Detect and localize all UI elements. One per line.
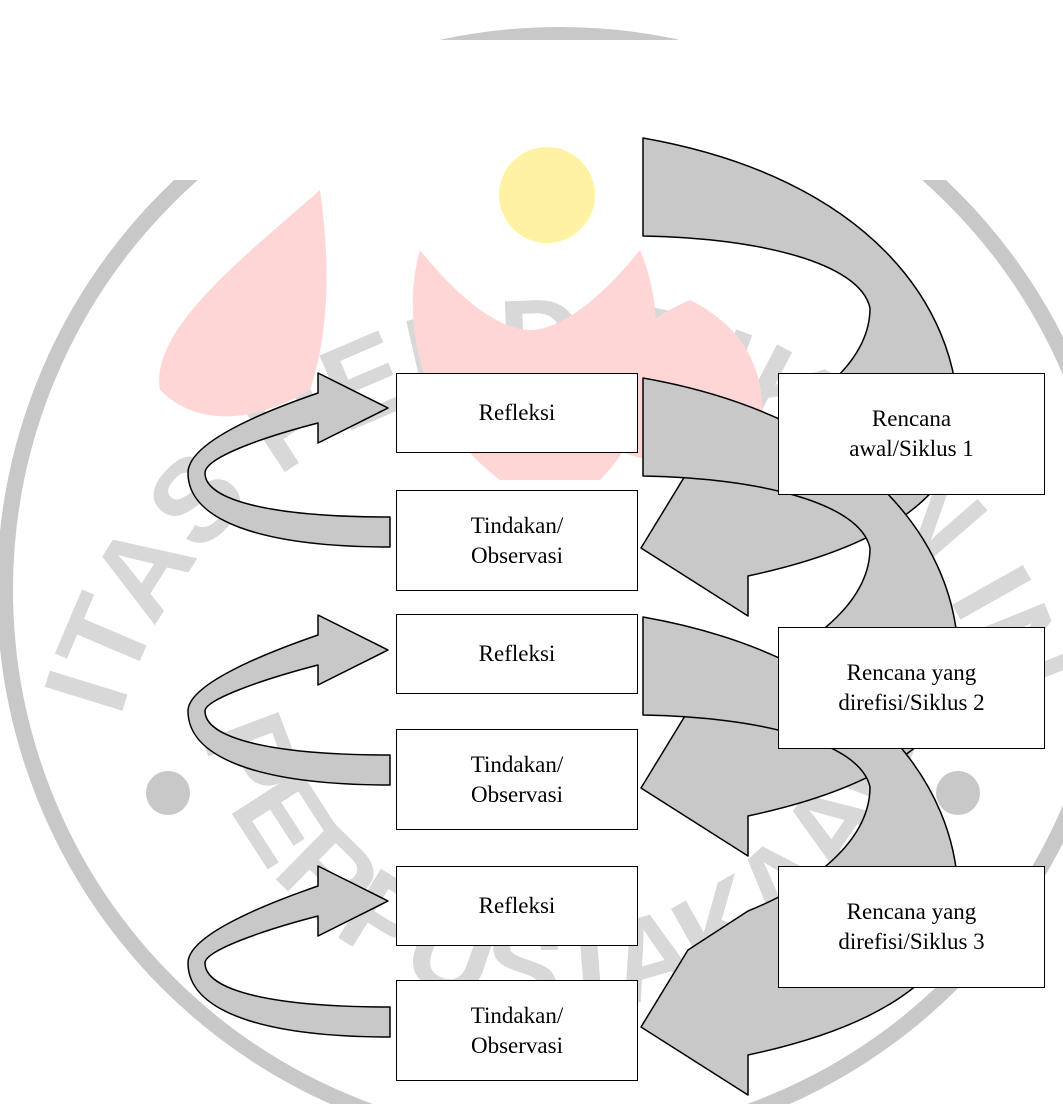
watermark-sun [499, 147, 595, 243]
loop-arrow-action-to-reflection-cycle-1 [187, 372, 391, 548]
plan-box-cycle-2: Rencana yang direfisi/Siklus 2 [778, 627, 1045, 749]
watermark-flame-left [159, 190, 327, 417]
action-label-cycle-1: Tindakan/ Observasi [470, 512, 564, 568]
action-label-cycle-3: Tindakan/ Observasi [470, 1002, 564, 1058]
action-label-cycle-2: Tindakan/ Observasi [470, 751, 564, 807]
action-box-cycle-3: Tindakan/ Observasi [396, 980, 638, 1081]
plan-label-cycle-3: Rencana yang direfisi/Siklus 3 [838, 899, 985, 954]
reflection-label-cycle-3: Refleksi [478, 893, 556, 918]
reflection-box-cycle-1: Refleksi [396, 373, 638, 453]
reflection-box-cycle-2: Refleksi [396, 614, 638, 694]
reflection-label-cycle-2: Refleksi [478, 641, 556, 666]
plan-label-cycle-1: Rencana awal/Siklus 1 [849, 406, 974, 461]
plan-box-cycle-1: Rencana awal/Siklus 1 [778, 373, 1045, 495]
action-to-reflection-arrows [187, 372, 391, 1038]
reflection-box-cycle-3: Refleksi [396, 866, 638, 946]
plan-label-cycle-2: Rencana yang direfisi/Siklus 2 [838, 660, 985, 715]
watermark-ring-outer [0, 27, 1063, 1104]
watermark-dot-right [936, 771, 980, 815]
action-box-cycle-1: Tindakan/ Observasi [396, 490, 638, 591]
reflection-label-cycle-1: Refleksi [478, 400, 556, 425]
loop-arrow-action-to-reflection-cycle-2 [187, 614, 391, 786]
action-box-cycle-2: Tindakan/ Observasi [396, 729, 638, 830]
watermark-dot-left [146, 771, 190, 815]
plan-box-cycle-3: Rencana yang direfisi/Siklus 3 [778, 866, 1045, 988]
loop-arrow-action-to-reflection-cycle-3 [187, 865, 391, 1038]
